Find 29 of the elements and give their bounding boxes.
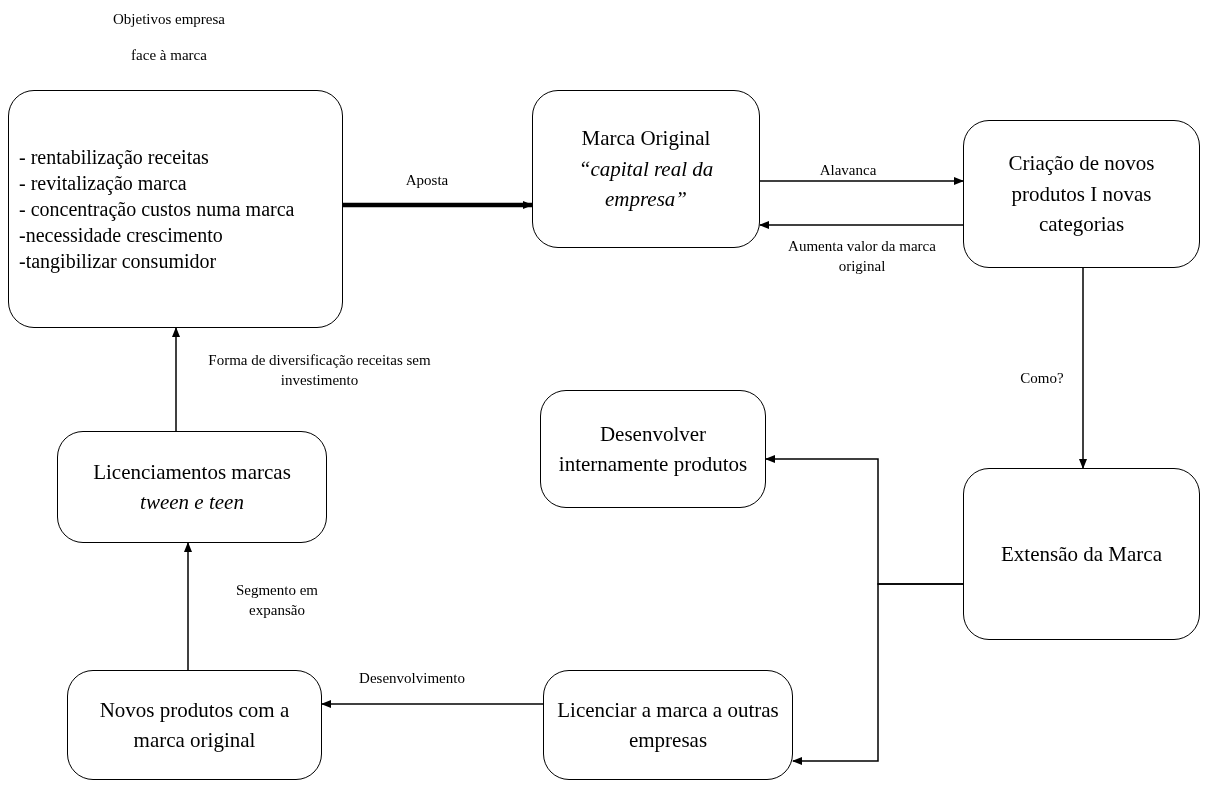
list-item: - rentabilização receitas	[19, 145, 209, 170]
arrow	[759, 177, 964, 185]
arrow	[184, 542, 192, 671]
arrow	[792, 583, 964, 765]
node-text: Desenvolver internamente produtos	[557, 420, 749, 478]
rounded-box	[532, 90, 760, 248]
arrow	[759, 221, 964, 229]
arrow	[321, 700, 544, 708]
list-item: - concentração custos numa marca	[19, 197, 295, 222]
rounded-box	[543, 670, 793, 780]
rounded-box	[57, 431, 327, 543]
node-text: Licenciamentos marcas tween e teen	[92, 458, 292, 516]
heading: Objetivos empresa face à marca	[111, 10, 227, 65]
rounded-box	[963, 120, 1200, 268]
node-text: “capital real da empresa”	[577, 155, 715, 214]
rounded-box	[540, 390, 766, 508]
rounded-box	[963, 468, 1200, 640]
node-text: Marca Original	[581, 125, 711, 153]
arrow	[343, 201, 533, 209]
list-item: -necessidade crescimento	[19, 223, 223, 248]
node-text: Criação de novos produtos I novas categorias	[1007, 150, 1156, 239]
list-item: -tangibilizar consumidor	[19, 249, 217, 274]
arrow	[1079, 267, 1087, 469]
arrow	[172, 327, 180, 432]
node-text: Extensão da Marca	[1001, 540, 1162, 568]
node-text: Novos produtos com a marca original	[98, 696, 291, 754]
node-text: Licenciar a marca a outras empresas	[556, 696, 780, 754]
list-item: - revitalização marca	[19, 171, 187, 196]
rounded-box	[67, 670, 322, 780]
